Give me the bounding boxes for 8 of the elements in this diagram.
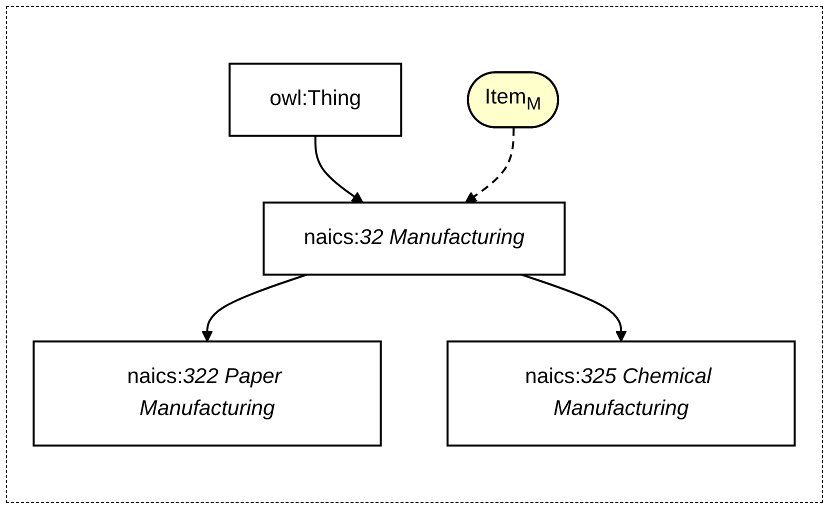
node-box: naics:325 Chemical Manufacturing [446,340,796,446]
node-box: naics:322 Paper Manufacturing [32,340,382,446]
arrow [314,136,364,203]
node-box: owl:Thing [228,62,402,137]
arrow [465,128,515,203]
arrow [522,274,628,342]
arrow [202,274,308,342]
node-box: naics:32 Manufacturing [263,201,566,276]
